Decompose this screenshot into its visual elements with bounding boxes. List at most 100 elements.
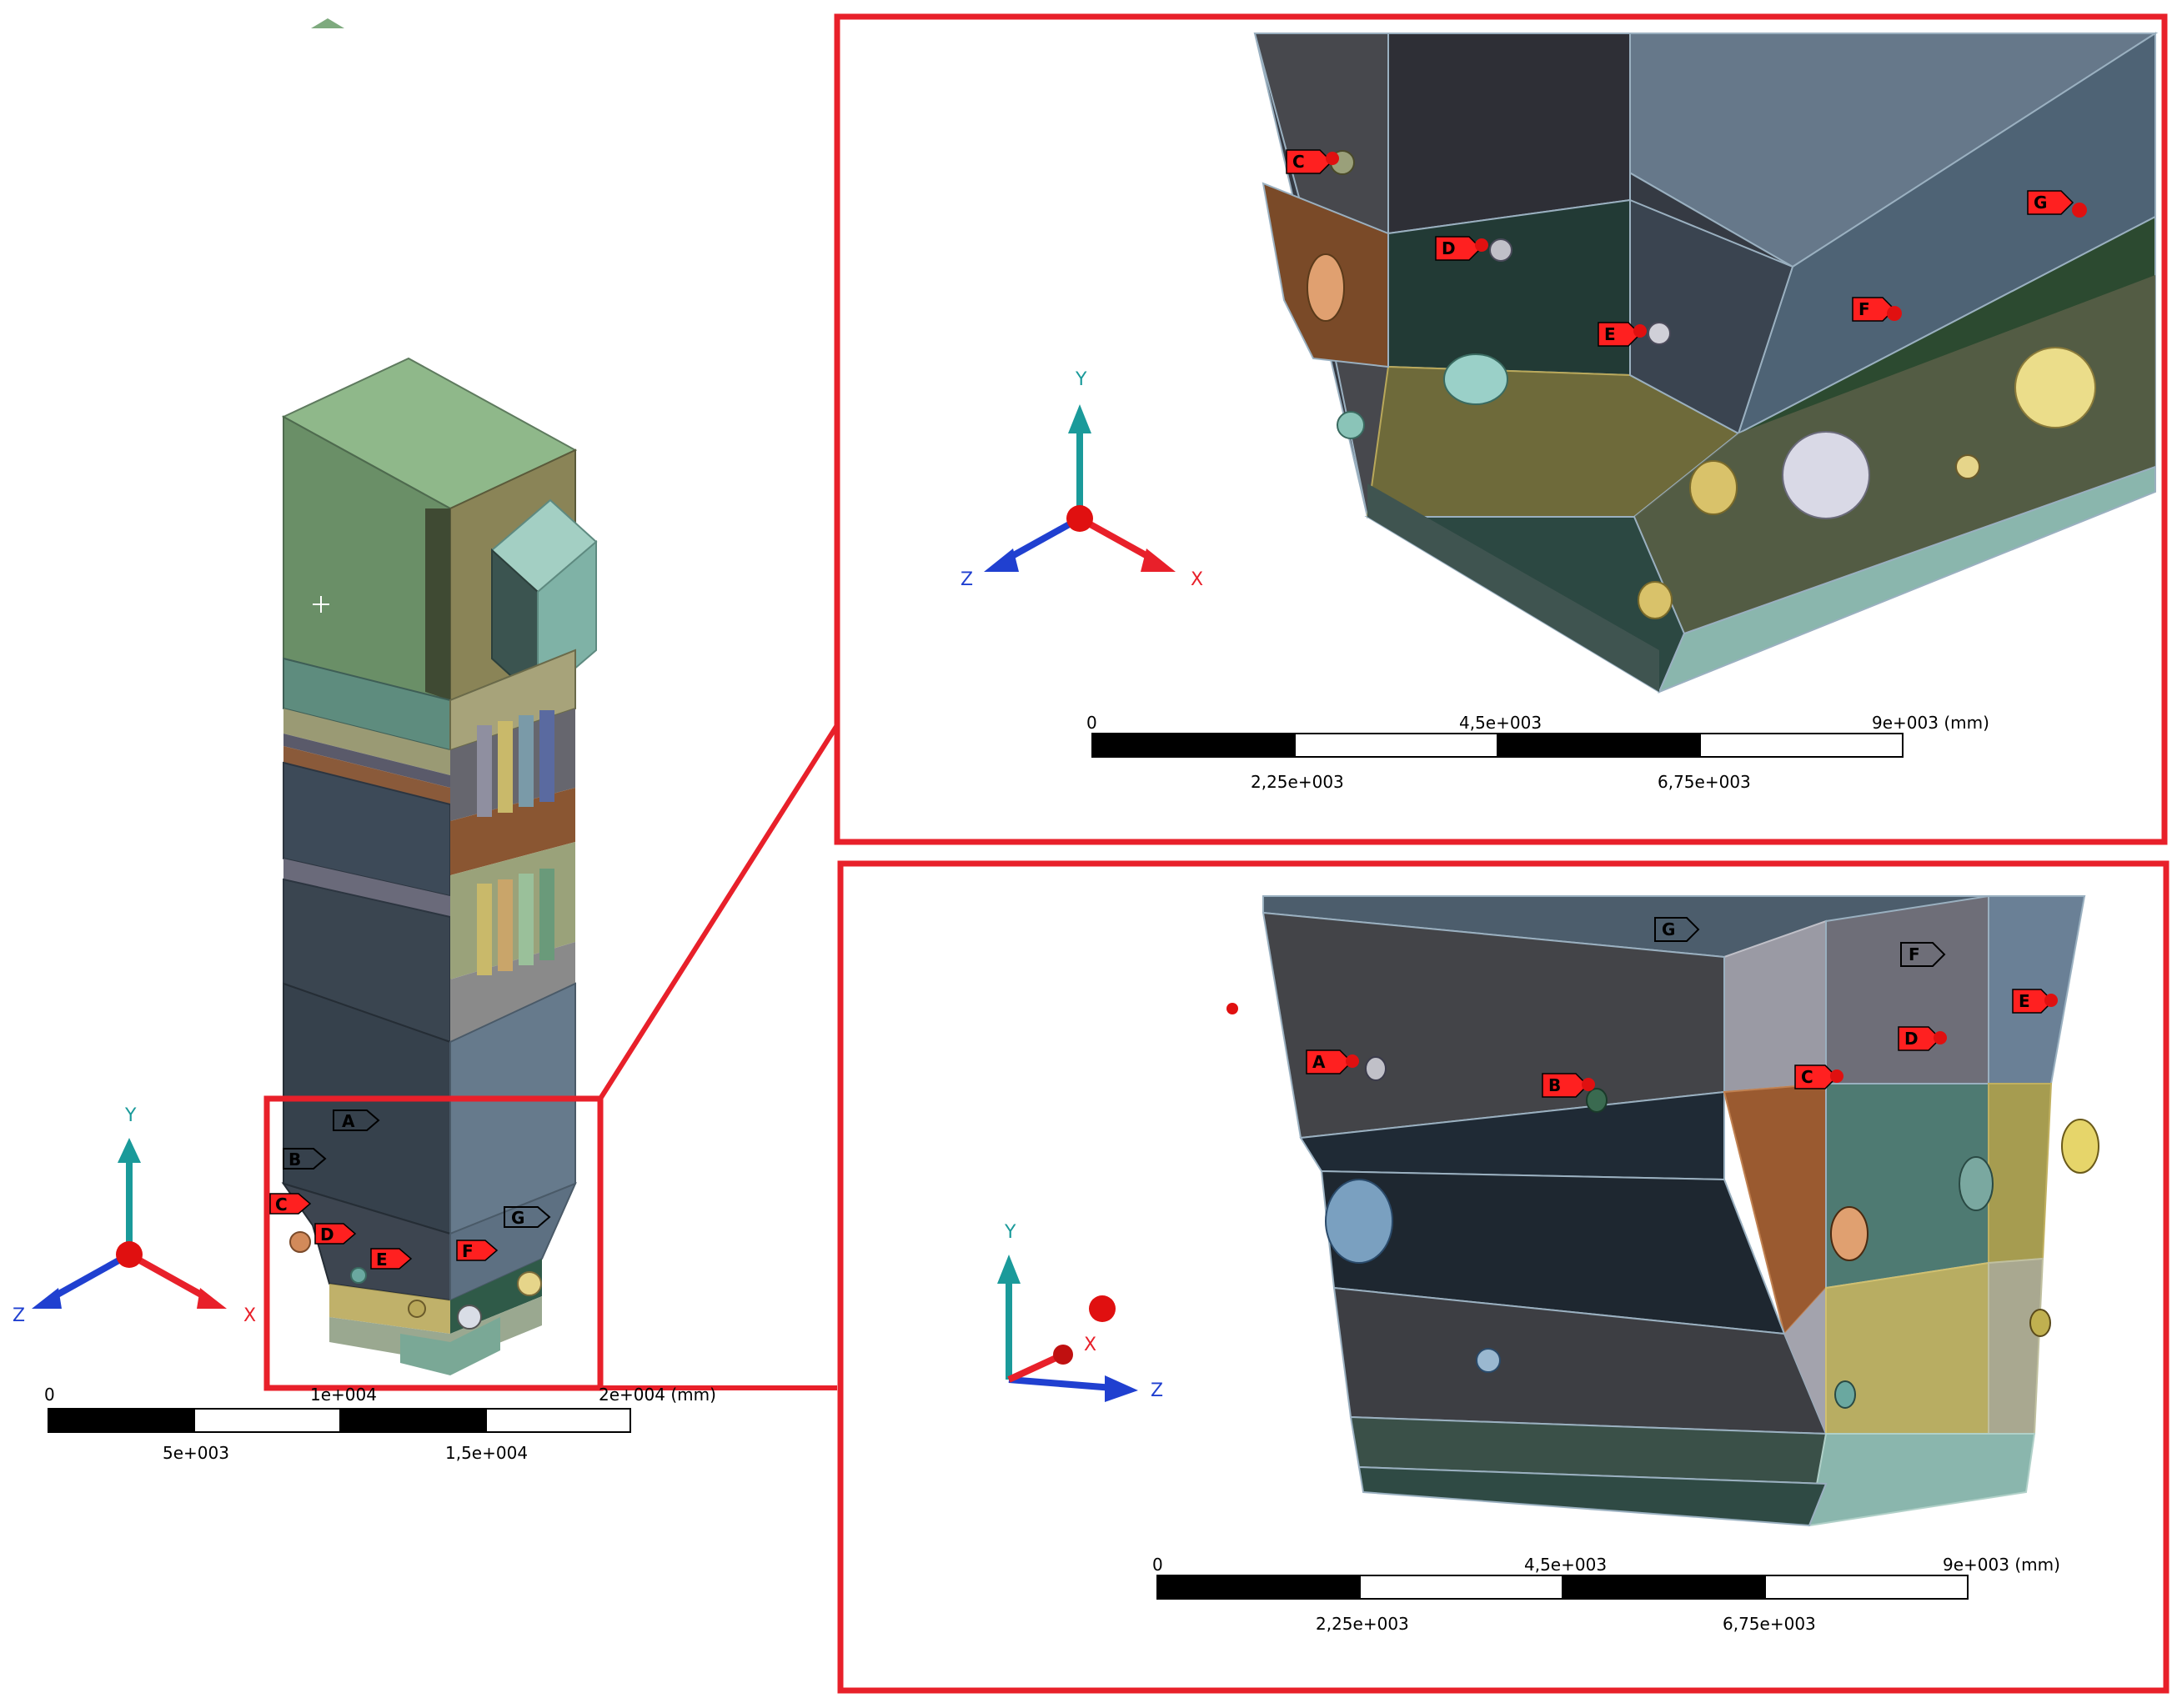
svg-text:6,75e+003: 6,75e+003 (1723, 1614, 1816, 1634)
probe-tag-red: C (1286, 149, 1339, 174)
svg-text:G: G (2034, 193, 2047, 213)
svg-text:D: D (1904, 1029, 1919, 1049)
svg-text:Y: Y (1075, 369, 1087, 390)
svg-text:C: C (1801, 1067, 1813, 1087)
z-axis-arrow-icon (1105, 1375, 1138, 1402)
detail-bottom-geometry (1262, 894, 2099, 1527)
main-side-module (490, 498, 598, 703)
svg-text:Z: Z (1151, 1380, 1163, 1401)
svg-text:Y: Y (1004, 1222, 1016, 1243)
probe-tag-red: D (1898, 1026, 1947, 1051)
svg-text:E: E (1604, 324, 1616, 344)
main-lower-column (281, 982, 577, 1375)
svg-text:D: D (1442, 238, 1456, 258)
svg-text:C: C (275, 1195, 288, 1215)
top-port-yellow (2014, 347, 2096, 428)
probe-tag-red: C (1794, 1064, 1843, 1089)
svg-text:Z: Z (961, 569, 973, 590)
svg-text:Z: Z (13, 1305, 25, 1326)
svg-text:F: F (462, 1241, 474, 1261)
svg-text:5e+003: 5e+003 (163, 1443, 229, 1463)
svg-text:2,25e+003: 2,25e+003 (1316, 1614, 1409, 1634)
svg-text:6,75e+003: 6,75e+003 (1658, 772, 1751, 792)
svg-text:Y: Y (124, 1105, 137, 1126)
svg-text:X: X (243, 1305, 256, 1326)
svg-text:F: F (1858, 299, 1870, 319)
detail-top-axis-triad: Y X Z (961, 369, 1203, 590)
probe-tag-red: E (1598, 322, 1647, 347)
probe-tag-outline: A (333, 1109, 380, 1131)
probe-tag-outline: F (1900, 942, 1946, 967)
main-port-white (457, 1305, 482, 1330)
detail-bottom-scale-bar: 0 4,5e+003 9e+003 (mm) 2,25e+003 6,75e+0… (1152, 1555, 2060, 1634)
svg-text:G: G (1662, 919, 1675, 939)
top-port-white (1782, 431, 1870, 519)
svg-text:E: E (2019, 991, 2030, 1011)
main-probe-tags: A B G C D E F (269, 1109, 551, 1270)
svg-text:4,5e+003: 4,5e+003 (1459, 713, 1542, 733)
svg-text:E: E (376, 1250, 388, 1270)
svg-text:X: X (1084, 1335, 1096, 1355)
y-axis-arrow-icon (1068, 404, 1091, 433)
svg-text:D: D (320, 1225, 334, 1245)
svg-text:0: 0 (1152, 1555, 1163, 1575)
triad-origin (116, 1241, 143, 1268)
top-marker (311, 18, 344, 28)
main-axis-triad: Y X Z (13, 1105, 256, 1326)
detail-bottom-axis-triad: Y X Z (997, 1222, 1163, 1402)
probe-tag-red: F (456, 1240, 499, 1261)
svg-text:C: C (1292, 152, 1305, 172)
svg-text:9e+003 (mm): 9e+003 (mm) (1943, 1555, 2060, 1575)
svg-text:A: A (1312, 1052, 1326, 1072)
svg-text:A: A (342, 1111, 355, 1131)
x-axis-arrow-icon (197, 1288, 227, 1309)
svg-text:G: G (511, 1208, 524, 1228)
y-axis-arrow-icon (118, 1138, 141, 1163)
probe-tag-outline: B (283, 1148, 327, 1170)
probe-tag-outline: G (504, 1206, 551, 1228)
probe-tag-red: G (2027, 190, 2087, 218)
main-scale-bar: 0 1e+004 2e+004 (mm) 5e+003 1,5e+004 (44, 1385, 716, 1463)
svg-text:1e+004: 1e+004 (310, 1385, 377, 1405)
z-axis-arrow-icon (984, 548, 1019, 572)
svg-text:B: B (288, 1150, 301, 1170)
svg-text:0: 0 (44, 1385, 55, 1405)
stray-marker (1226, 1003, 1238, 1014)
svg-text:B: B (1548, 1075, 1561, 1095)
probe-tag-outline: G (1654, 917, 1700, 942)
probe-tag-red: C (269, 1193, 312, 1215)
svg-text:0: 0 (1086, 713, 1097, 733)
detail-top-probe-tags: C D E F G (1286, 149, 2087, 347)
connector-line-top (598, 724, 840, 1100)
main-port-yellow (517, 1271, 542, 1296)
svg-text:F: F (1909, 944, 1920, 964)
bottom-port-yellow (2061, 1119, 2099, 1174)
probe-tag-red: D (1435, 236, 1488, 261)
z-axis-arrow-icon (32, 1288, 62, 1309)
bottom-port-orange (1830, 1206, 1868, 1261)
main-middle-column (283, 649, 576, 1044)
svg-text:2,25e+003: 2,25e+003 (1251, 772, 1344, 792)
x-axis-arrow-icon (1141, 548, 1176, 572)
probe-tag-red: E (2012, 989, 2058, 1014)
svg-text:4,5e+003: 4,5e+003 (1524, 1555, 1607, 1575)
main-zoom-frame (263, 1095, 604, 1391)
main-port-orange (289, 1231, 311, 1253)
svg-text:X: X (1191, 569, 1203, 590)
x-axis-arrow-icon (1053, 1345, 1073, 1365)
probe-tag-red: F (1852, 297, 1902, 322)
triad-origin (1089, 1295, 1116, 1322)
detail-top-scale-bar: 0 4,5e+003 9e+003 (mm) 2,25e+003 6,75e+0… (1086, 713, 1989, 792)
bottom-port-blue (1325, 1179, 1393, 1264)
probe-tag-red: B (1542, 1073, 1595, 1098)
y-axis-arrow-icon (997, 1255, 1021, 1284)
probe-tag-red: A (1306, 1049, 1359, 1074)
svg-text:1,5e+004: 1,5e+004 (445, 1443, 528, 1463)
svg-text:9e+003 (mm): 9e+003 (mm) (1872, 713, 1989, 733)
probe-tag-red: E (370, 1248, 413, 1270)
detail-bottom-probe-tags: G F A B C D E (1306, 917, 2058, 1098)
top-port-orange (1307, 253, 1345, 322)
probe-tag-red: D (314, 1223, 357, 1245)
